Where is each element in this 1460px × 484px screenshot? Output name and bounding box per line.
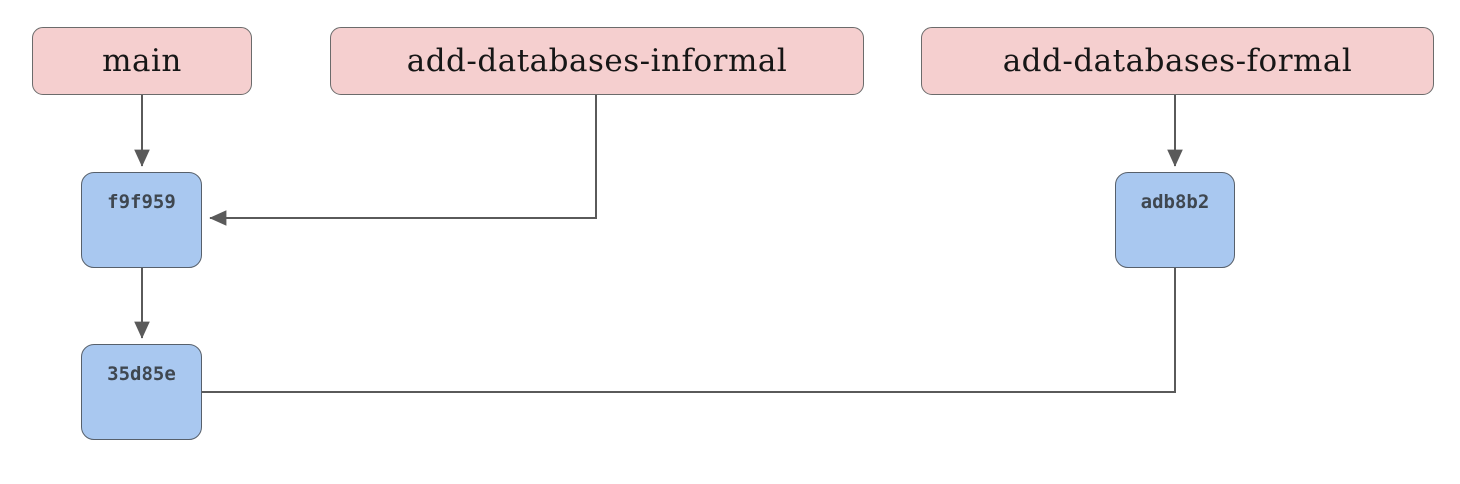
commit-node-35d85e[interactable]: 35d85e <box>81 344 202 440</box>
commit-label-adb8b2: adb8b2 <box>1140 191 1210 213</box>
commit-node-adb8b2[interactable]: adb8b2 <box>1115 172 1235 268</box>
branch-label-add-databases-formal: add-databases-formal <box>1002 42 1353 79</box>
commit-label-35d85e: 35d85e <box>107 363 176 385</box>
edge-informal-to-f9f959 <box>209 95 597 226</box>
branch-label-main: main <box>102 42 182 79</box>
branch-node-main[interactable]: main <box>32 27 252 95</box>
branch-node-add-databases-formal[interactable]: add-databases-formal <box>921 27 1434 95</box>
commit-node-f9f959[interactable]: f9f959 <box>81 172 202 268</box>
edge-adb8b2-to-35d85e <box>202 268 1176 393</box>
commit-label-f9f959: f9f959 <box>107 191 176 213</box>
branch-label-add-databases-informal: add-databases-informal <box>406 42 788 79</box>
branch-node-add-databases-informal[interactable]: add-databases-informal <box>330 27 864 95</box>
